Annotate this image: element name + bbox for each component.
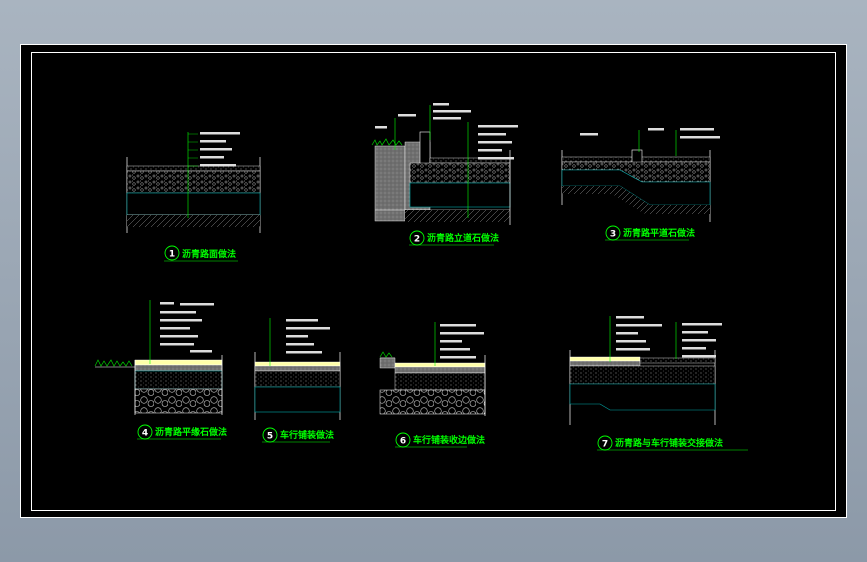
detail-7-section: 7 沥青路与车行铺装交接做法	[569, 316, 748, 451]
detail-2-number: 2	[414, 235, 420, 245]
detail-4-section: 4 沥青路平缘石做法	[94, 300, 227, 440]
detail-4-title: 沥青路平缘石做法	[155, 426, 227, 438]
detail-6-number: 6	[400, 437, 406, 447]
detail-7-title: 沥青路与车行铺装交接做法	[615, 437, 723, 449]
detail-1-title: 沥青路面做法	[182, 248, 236, 260]
detail-6-title: 车行铺装收边做法	[413, 434, 485, 446]
drawing-border	[31, 52, 836, 511]
detail-3-number: 3	[610, 230, 616, 240]
detail-1-section: 1 沥青路面做法	[126, 132, 261, 262]
detail-7-number: 7	[602, 440, 608, 450]
detail-2-section: 2 沥青路立道石做法	[371, 103, 518, 246]
detail-1-number: 1	[169, 250, 175, 260]
detail-5-number: 5	[267, 432, 273, 442]
detail-5-section: 5 车行铺装做法	[254, 318, 341, 443]
detail-4-number: 4	[142, 429, 148, 439]
detail-5-title: 车行铺装做法	[280, 429, 334, 441]
detail-2-title: 沥青路立道石做法	[427, 232, 499, 244]
detail-3-section: 3 沥青路平道石做法	[561, 128, 720, 241]
detail-3-title: 沥青路平道石做法	[623, 227, 695, 239]
detail-6-section: 6 车行铺装收边做法	[379, 322, 486, 448]
